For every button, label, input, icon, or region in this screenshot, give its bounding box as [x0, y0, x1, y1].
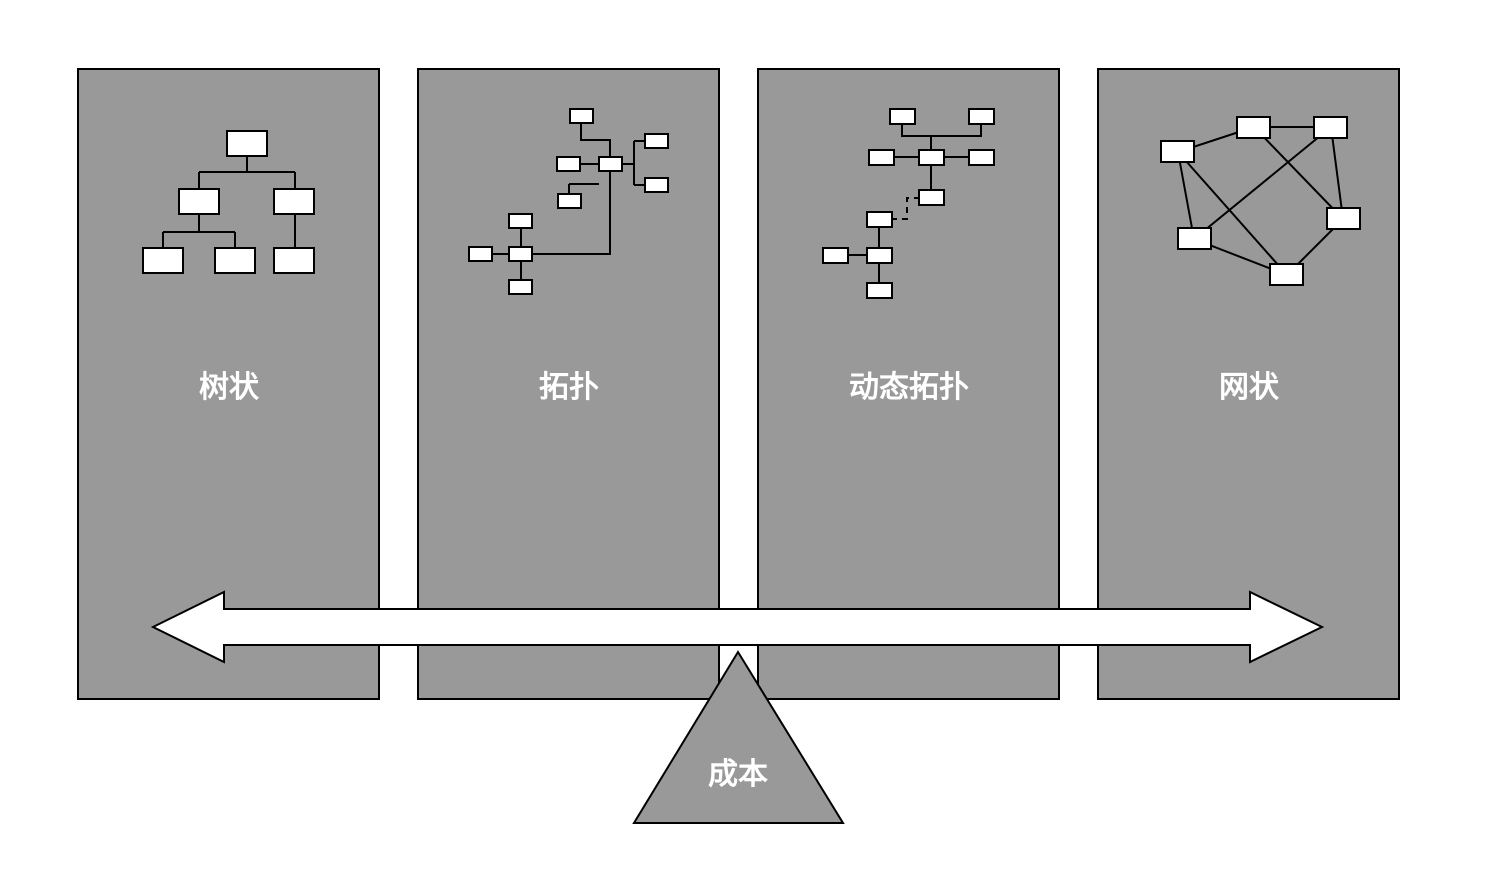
fulcrum-label-cost: 成本	[708, 757, 768, 792]
panel-dynamic-topology: 动态拓扑	[757, 68, 1060, 700]
panel-tree: 树状	[77, 68, 380, 700]
panel-dynamic-topology-background	[757, 68, 1060, 700]
panel-dynamic-topology-label: 动态拓扑	[849, 370, 969, 405]
tree-topology-icon	[142, 130, 315, 274]
panel-topology-label: 拓扑	[539, 370, 599, 405]
panel-topology: 拓扑	[417, 68, 720, 700]
double-headed-arrow-icon	[150, 590, 1325, 664]
panel-tree-background	[77, 68, 380, 700]
star-topology-icon	[468, 108, 669, 295]
panel-mesh-background	[1097, 68, 1400, 700]
fulcrum-triangle-icon	[632, 650, 845, 824]
panel-mesh: 网状	[1097, 68, 1400, 700]
dynamic-topology-icon	[822, 108, 995, 299]
panel-topology-background	[417, 68, 720, 700]
panel-tree-label: 树状	[199, 370, 260, 405]
mesh-topology-icon	[1160, 116, 1361, 286]
fulcrum: 成本	[632, 650, 845, 824]
panel-mesh-label: 网状	[1219, 370, 1280, 405]
